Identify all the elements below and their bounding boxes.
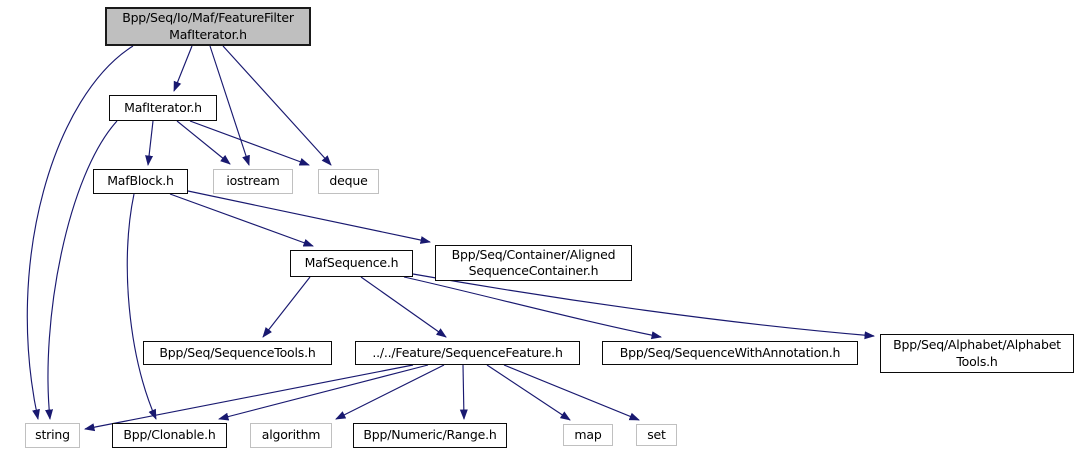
edge-featurefilter-to-string	[26, 45, 134, 420]
node-mafiterator[interactable]: MafIterator.h	[109, 95, 217, 121]
node-clonable[interactable]: Bpp/Clonable.h	[112, 423, 227, 448]
node-range[interactable]: Bpp/Numeric/Range.h	[353, 423, 507, 448]
node-iostream: iostream	[213, 169, 293, 194]
node-featurefilter-mafiterator: Bpp/Seq/Io/Maf/FeatureFilter MafIterator…	[105, 7, 311, 46]
edge-mafsequence-to-sequencefeature	[360, 276, 447, 338]
edge-mafsequence-to-sequencetools	[262, 276, 311, 338]
node-set: set	[636, 424, 677, 446]
edge-mafblock-to-alignedsequencecontainer	[187, 190, 431, 244]
edge-mafblock-to-clonable	[126, 193, 157, 420]
edge-mafiterator-to-deque	[189, 120, 310, 166]
node-aligned-sequence-container[interactable]: Bpp/Seq/Container/Aligned SequenceContai…	[435, 245, 632, 281]
edge-featurefilter-to-deque	[222, 45, 332, 166]
node-sequence-tools[interactable]: Bpp/Seq/SequenceTools.h	[143, 341, 332, 365]
edge-sequencefeature-to-clonable	[218, 364, 429, 421]
edge-mafiterator-to-string	[45, 120, 118, 420]
node-mafblock[interactable]: MafBlock.h	[93, 169, 188, 194]
node-alphabet-tools[interactable]: Bpp/Seq/Alphabet/Alphabet Tools.h	[880, 334, 1074, 373]
edge-mafblock-to-mafsequence	[169, 193, 314, 247]
edge-mafsequence-to-sequencewithannotation	[403, 276, 662, 340]
node-deque: deque	[318, 169, 379, 194]
edge-mafiterator-to-mafblock	[145, 120, 154, 166]
edge-sequencefeature-to-algorithm	[335, 364, 445, 420]
edge-mafiterator-to-iostream	[176, 120, 231, 165]
node-algorithm: algorithm	[250, 423, 332, 448]
node-map: map	[563, 424, 613, 446]
edge-sequencefeature-to-map	[486, 364, 571, 421]
edge-mafsequence-to-alphabettools	[412, 273, 875, 340]
edge-sequencefeature-to-range	[459, 364, 468, 420]
node-mafsequence[interactable]: MafSequence.h	[290, 250, 413, 277]
edge-featurefilter-to-iostream	[209, 45, 250, 166]
edge-featurefilter-to-mafiterator	[173, 45, 193, 92]
edge-sequencefeature-to-set	[503, 364, 640, 421]
node-string: string	[25, 423, 80, 448]
node-sequence-with-annotation[interactable]: Bpp/Seq/SequenceWithAnnotation.h	[602, 341, 858, 365]
edge-sequencefeature-to-string	[84, 364, 414, 432]
node-sequence-feature[interactable]: ../../Feature/SequenceFeature.h	[355, 341, 580, 365]
